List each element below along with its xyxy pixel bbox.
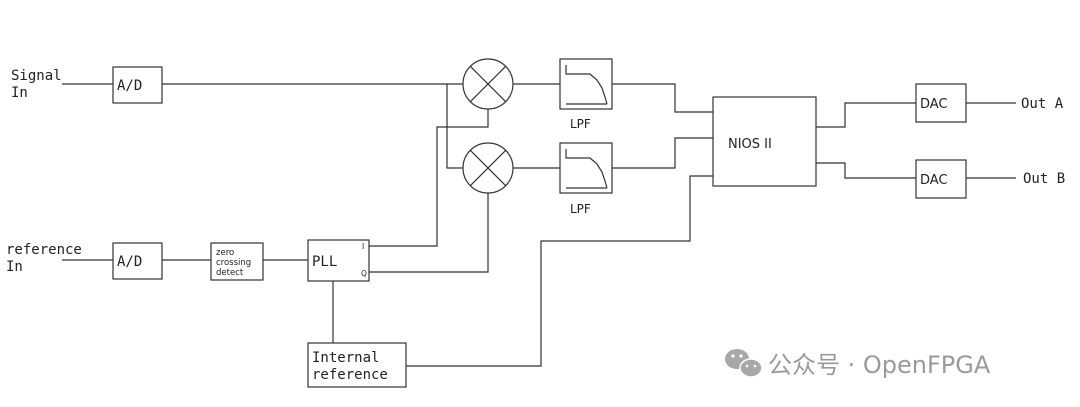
lowpass-response-icon bbox=[565, 149, 608, 189]
lpf-label: LPF bbox=[570, 117, 591, 131]
nios-ii-processor: NIOS II bbox=[712, 96, 817, 187]
wechat-icon bbox=[725, 349, 763, 378]
pll-i-label: I bbox=[362, 242, 364, 251]
pll-block: PLL I Q bbox=[307, 239, 370, 282]
zero-crossing-label-3: detect bbox=[216, 268, 244, 278]
out-a-label: Out A bbox=[1021, 96, 1064, 112]
wires bbox=[62, 83, 1016, 367]
low-pass-filter-2: LPF bbox=[559, 142, 613, 216]
ad-converter-reference: A/D bbox=[112, 242, 163, 280]
signal-in-label-2: In bbox=[11, 85, 28, 101]
reference-in-label: reference bbox=[6, 242, 82, 258]
low-pass-filter-1: LPF bbox=[559, 58, 613, 131]
nios-label: NIOS II bbox=[728, 137, 772, 152]
pll-label: PLL bbox=[312, 254, 337, 270]
dac-label: DAC bbox=[920, 173, 948, 188]
zero-crossing-detector: zero crossing detect bbox=[210, 242, 264, 281]
dac-a: DAC bbox=[915, 83, 967, 123]
internal-reference-block: Internal reference bbox=[307, 342, 407, 388]
watermark-text: 公众号 · OpenFPGA bbox=[768, 351, 991, 379]
reference-in-label-2: In bbox=[6, 259, 23, 275]
signal-in-label: Signal bbox=[11, 68, 62, 84]
zero-crossing-label-2: crossing bbox=[216, 258, 251, 268]
internal-reference-label-1: Internal bbox=[312, 350, 379, 366]
dac-b: DAC bbox=[915, 159, 967, 199]
lowpass-response-icon bbox=[565, 65, 608, 105]
ad-label: A/D bbox=[117, 254, 142, 270]
watermark: 公众号 · OpenFPGA bbox=[725, 349, 991, 379]
ad-converter-signal: A/D bbox=[112, 66, 163, 104]
pll-q-label: Q bbox=[361, 269, 367, 278]
dac-label: DAC bbox=[920, 97, 948, 112]
out-b-label: Out B bbox=[1023, 171, 1065, 187]
internal-reference-label-2: reference bbox=[312, 367, 388, 383]
zero-crossing-label-1: zero bbox=[216, 248, 234, 258]
lpf-label: LPF bbox=[570, 202, 591, 216]
mixer-icon bbox=[462, 142, 514, 194]
ad-label: A/D bbox=[117, 78, 142, 94]
mixer-icon bbox=[462, 58, 514, 110]
